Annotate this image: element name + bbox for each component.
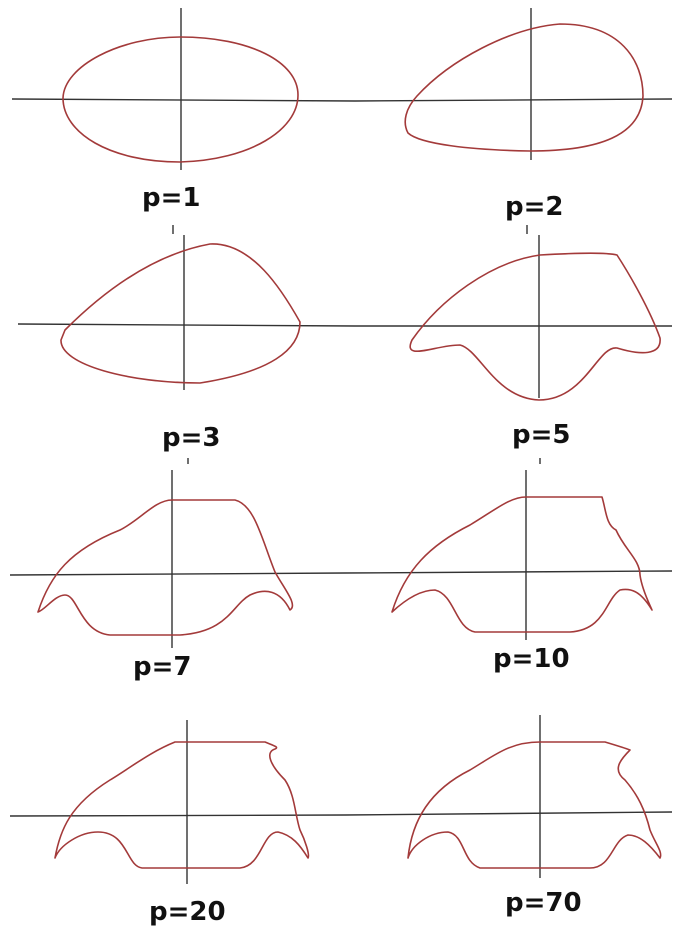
panel-p70-horizontal-axis <box>344 811 673 816</box>
panel-p5-curve <box>409 252 661 401</box>
panel-p7-label: p=7 <box>133 652 192 682</box>
panel-p1-curve <box>62 36 299 163</box>
panel-p20-curve <box>54 741 310 869</box>
panel-p7-curve <box>37 499 294 636</box>
panel-p2-curve <box>404 23 644 152</box>
panel-p3-label: p=3 <box>162 423 221 453</box>
panel-p10-label: p=10 <box>493 644 570 674</box>
panel-p20-label: p=20 <box>149 897 226 927</box>
panel-p10-horizontal-axis <box>344 570 673 574</box>
panel-p3-curve <box>60 243 301 384</box>
panel-p20: p=20 <box>9 720 346 927</box>
panel-p2-horizontal-axis <box>354 98 673 102</box>
panel-p1-label: p=1 <box>142 183 201 213</box>
panel-p2: p=2 <box>354 8 673 222</box>
panel-p3: p=3 <box>17 225 356 464</box>
panel-p10: p=10 <box>344 470 673 674</box>
panel-p20-horizontal-axis <box>9 814 346 817</box>
panel-p70: p=70 <box>344 715 673 918</box>
panel-p10-curve <box>391 496 653 633</box>
panel-p5: p=5 <box>355 225 672 464</box>
panel-p1: p=1 <box>11 8 356 213</box>
panel-p3-horizontal-axis <box>17 323 356 327</box>
panel-p7-horizontal-axis <box>9 572 346 576</box>
panel-p2-label: p=2 <box>505 192 564 222</box>
panel-p7: p=7 <box>9 470 346 682</box>
panel-p5-label: p=5 <box>512 420 571 450</box>
panel-p70-label: p=70 <box>505 888 582 918</box>
panel-p70-curve <box>407 741 662 869</box>
